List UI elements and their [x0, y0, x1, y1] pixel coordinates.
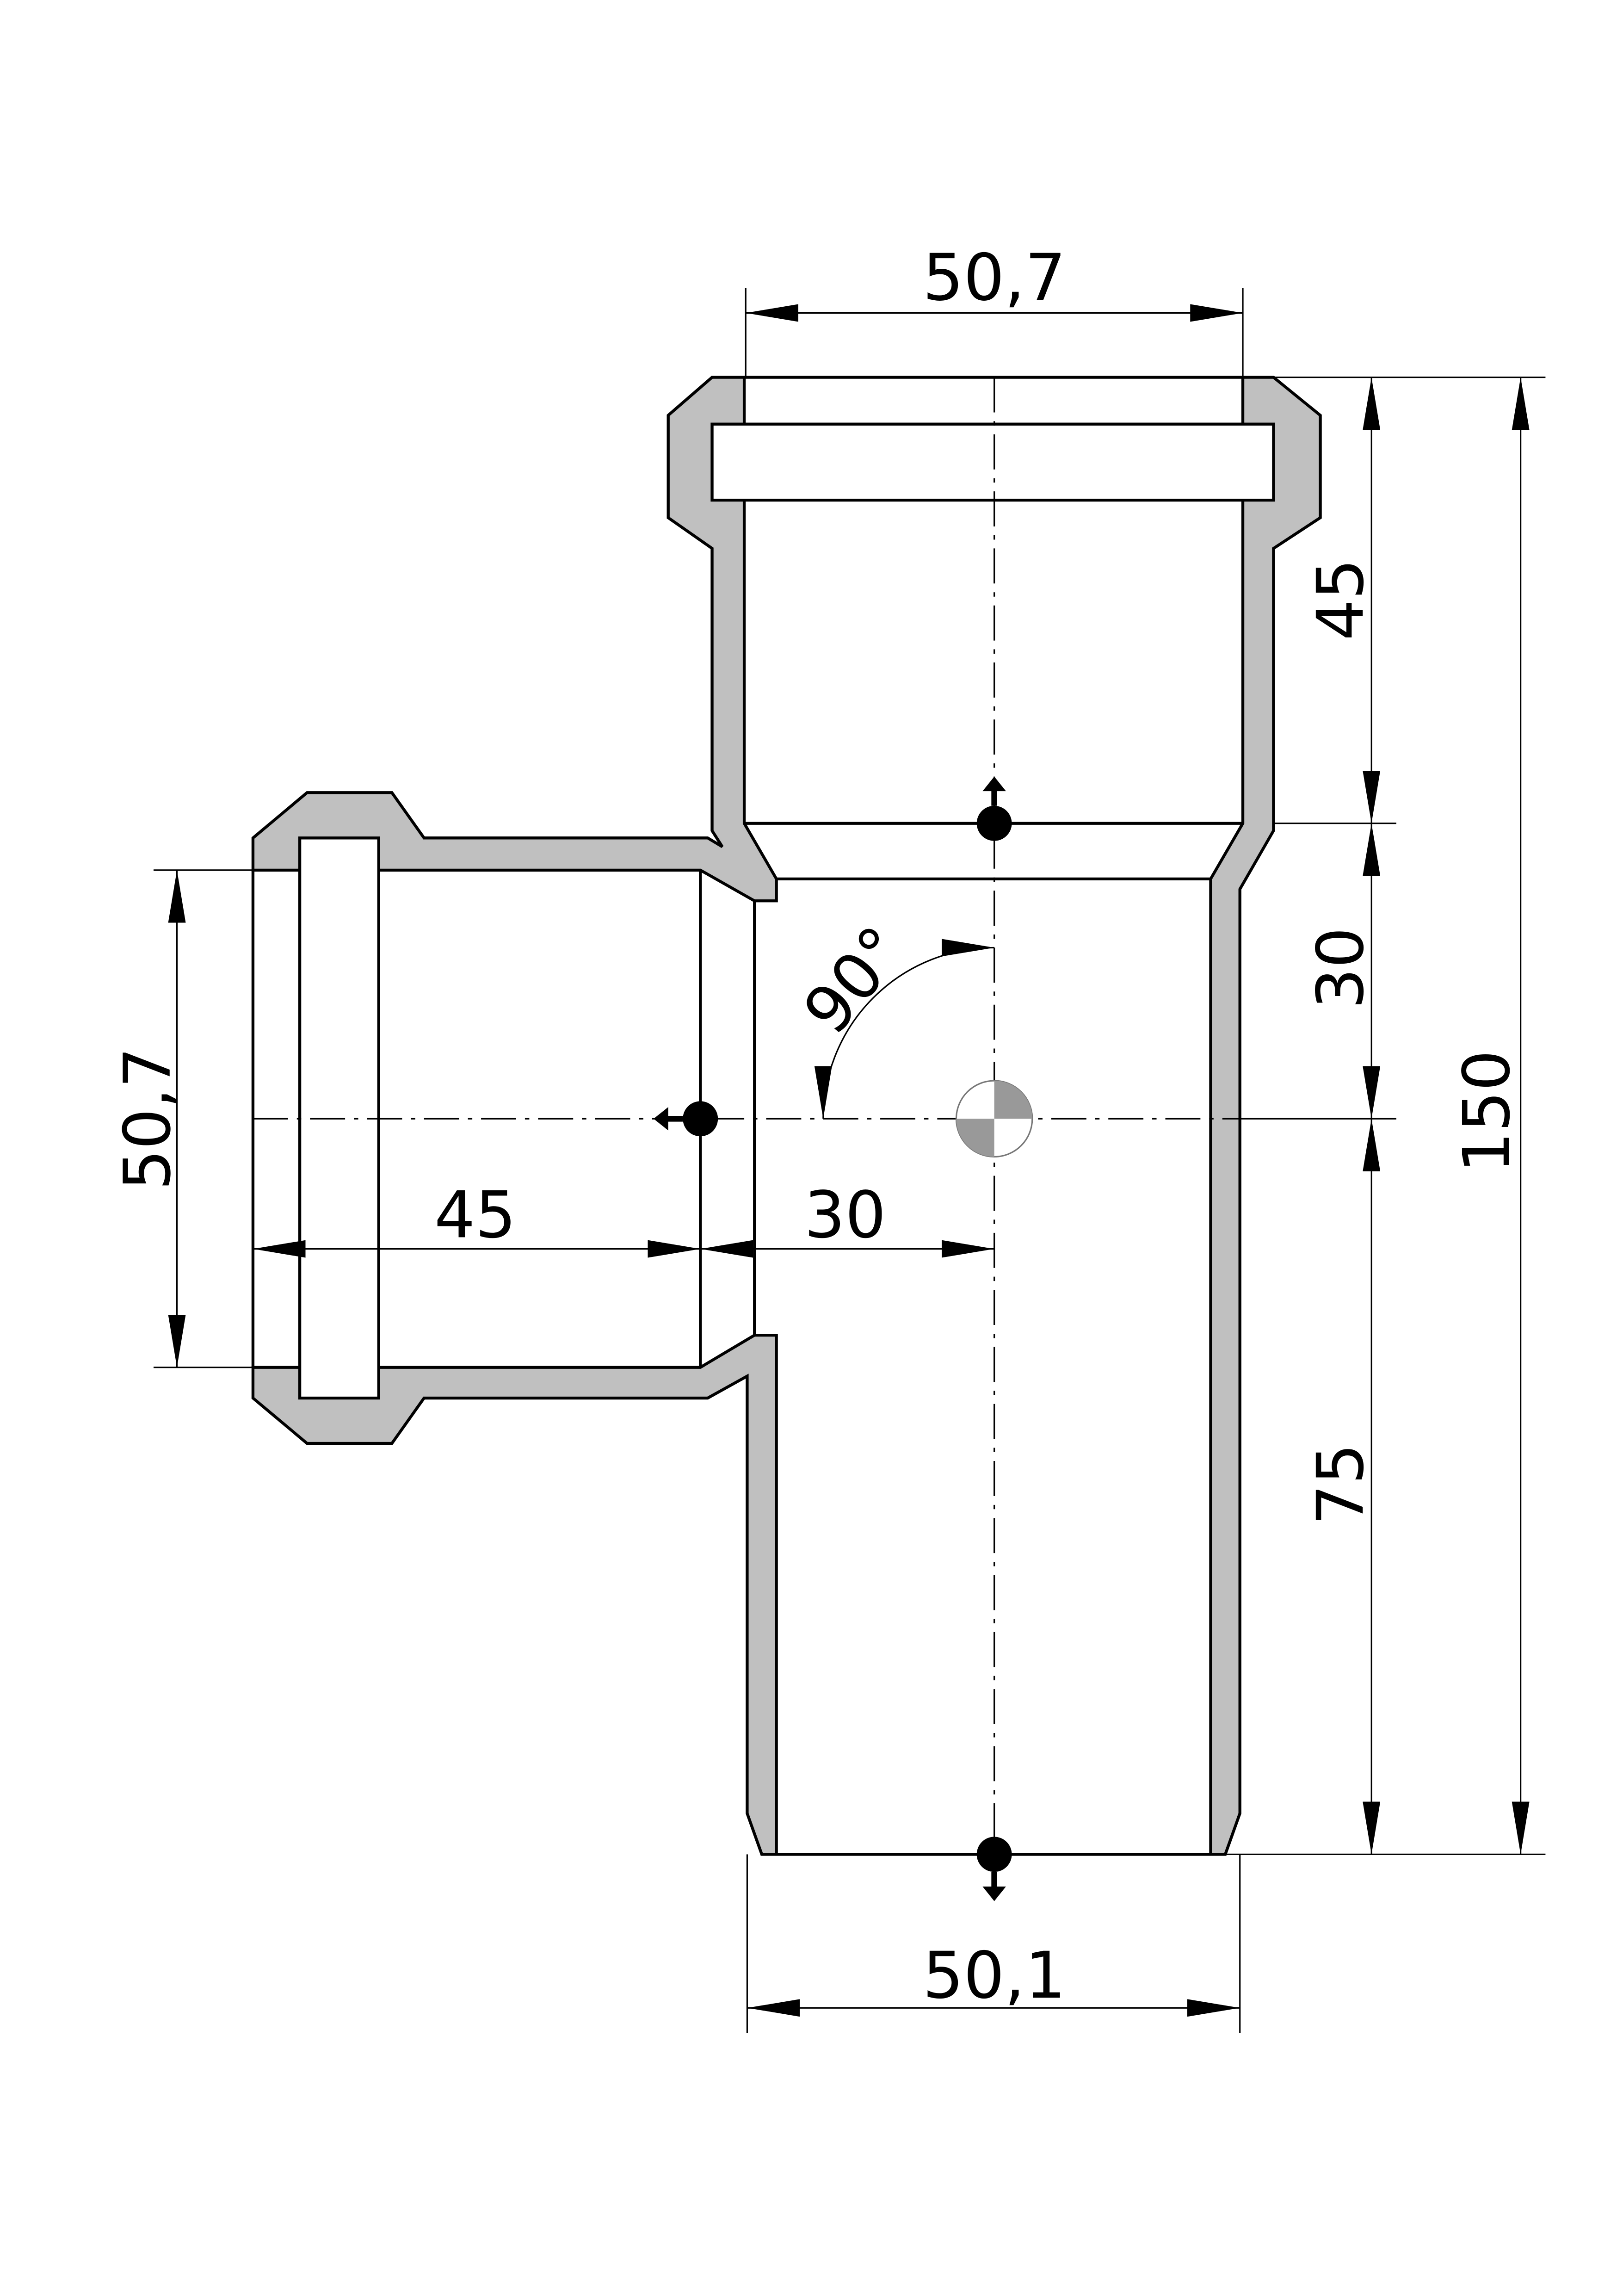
lower-left-wall	[251, 1333, 778, 1856]
dim-branch-to-center: 30	[804, 1177, 886, 1252]
dim-top-to-center: 30	[1303, 927, 1378, 1009]
top-seal-groove	[710, 422, 1275, 502]
dimension-lines	[168, 304, 1530, 2017]
dim-branch-diameter: 50,7	[110, 1047, 185, 1190]
dim-total-height: 150	[1449, 1050, 1524, 1173]
top-connection-marker	[976, 776, 1012, 841]
dim-top-diameter: 50,7	[923, 240, 1066, 315]
dim-center-to-bottom: 75	[1303, 1443, 1378, 1525]
dim-angle: 90°	[789, 912, 920, 1048]
dim-branch-depth: 45	[434, 1177, 516, 1252]
dim-top-depth: 45	[1303, 559, 1378, 641]
branch-connection-marker	[654, 1101, 718, 1137]
center-symbol-icon	[955, 1080, 1033, 1158]
upper-left-wall	[251, 376, 778, 903]
dim-bottom-diameter: 50,1	[923, 1938, 1066, 2013]
bottom-connection-marker	[976, 1837, 1012, 1901]
